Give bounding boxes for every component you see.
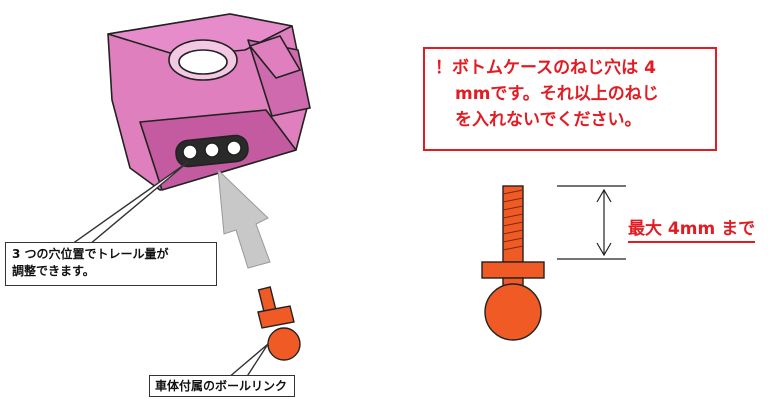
ball-link <box>257 286 301 361</box>
warning-line-3: を入れないでください。 <box>455 110 642 130</box>
max-length-label: 最大 4mm まで <box>628 214 756 243</box>
hole-callout-leader <box>69 161 189 245</box>
pink-housing <box>107 13 311 191</box>
warning-line-2: mmです。それ以上のねじ <box>455 84 659 104</box>
hole-position-line-1: 3 つの穴位置でトレール量が <box>12 247 169 261</box>
insert-arrow <box>217 168 271 269</box>
screw-assembly <box>481 185 545 341</box>
hole-position-callout: 3 つの穴位置でトレール量が 調整できます。 <box>5 242 217 286</box>
warning-line-1: ！ボトムケースのねじ穴は 4 <box>435 58 656 78</box>
dimension-lines <box>557 185 626 260</box>
ball-link-callout-leader <box>226 343 269 379</box>
thread-warning-box: ！ボトムケースのねじ穴は 4 mmです。それ以上のねじ を入れないでください。 <box>423 47 717 151</box>
hole-position-line-2: 調整できます。 <box>12 264 95 278</box>
ball-link-callout: 車体付属のボールリンク <box>149 375 295 397</box>
ball-link-label: 車体付属のボールリンク <box>155 379 288 393</box>
